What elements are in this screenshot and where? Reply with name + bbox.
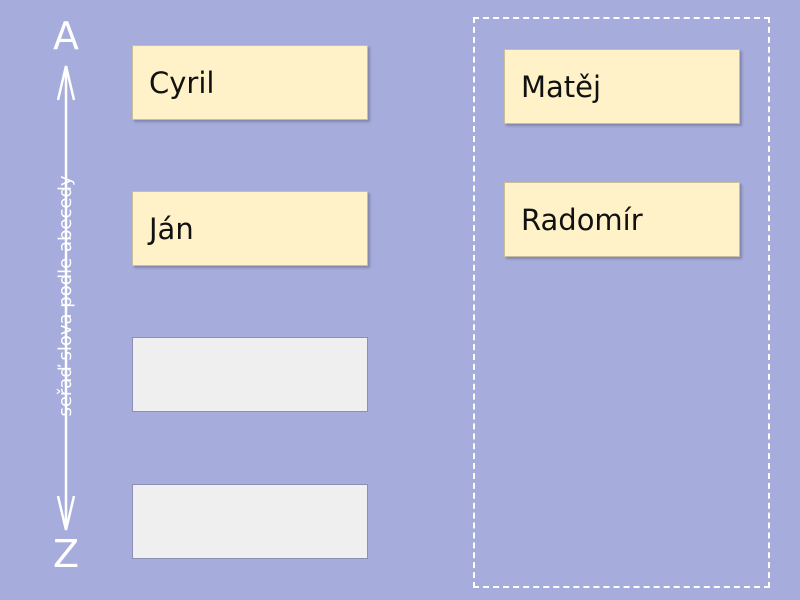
card-word: Radomír bbox=[521, 202, 643, 237]
double-arrow-icon bbox=[56, 65, 76, 531]
axis-caption: seřaď slova podle abecedy bbox=[55, 175, 76, 417]
answer-slot-1[interactable]: Cyril bbox=[132, 45, 368, 120]
answer-slot-2[interactable]: Ján bbox=[132, 191, 368, 266]
draggable-word-card[interactable]: Radomír bbox=[504, 182, 740, 257]
axis-start-letter: A bbox=[53, 14, 79, 58]
answer-slot-3[interactable] bbox=[132, 337, 368, 412]
draggable-word-card[interactable]: Matěj bbox=[504, 49, 740, 124]
word-pool-dropzone[interactable] bbox=[473, 17, 770, 588]
card-word: Matěj bbox=[521, 69, 602, 104]
answer-slot-4[interactable] bbox=[132, 484, 368, 559]
slot-word: Ján bbox=[149, 211, 194, 246]
axis-end-letter: Z bbox=[52, 532, 80, 576]
slot-word: Cyril bbox=[149, 65, 215, 100]
